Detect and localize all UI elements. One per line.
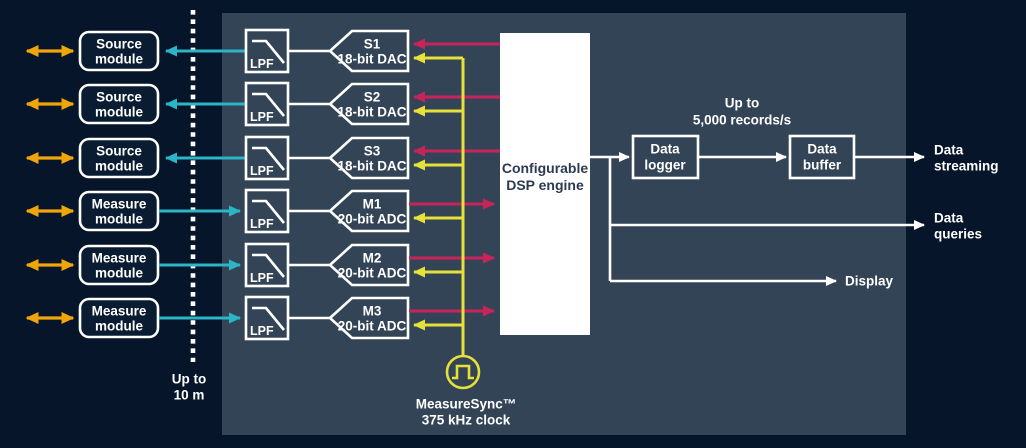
converter-id: S1	[364, 37, 381, 52]
row-measure-2: Measure module LPF M2 20-bit ADC	[25, 242, 495, 288]
lpf-box	[244, 295, 290, 341]
dsp-engine-block	[500, 33, 590, 335]
source-module-box	[78, 83, 160, 125]
dsp-label-line1: Configurable	[502, 160, 589, 176]
row-measure-1: Measure module LPF M1 20-bit ADC	[25, 188, 495, 234]
adc-block	[328, 296, 410, 340]
lpf-box	[244, 28, 290, 74]
dac-block	[328, 29, 410, 73]
module-label-line2: module	[95, 266, 143, 281]
clock-circle-icon	[445, 354, 481, 390]
module-label-line1: Measure	[92, 304, 147, 319]
lpf-box	[244, 188, 290, 234]
data-buffer-line2: buffer	[803, 158, 842, 173]
lpf-box	[244, 135, 290, 181]
converter-type: 18-bit DAC	[337, 52, 406, 67]
dac-block	[328, 82, 410, 126]
dsp-label-line2: DSP engine	[506, 177, 584, 193]
converter-type: 20-bit ADC	[338, 212, 407, 227]
measure-module-box	[78, 297, 160, 339]
module-label-line1: Source	[96, 37, 142, 52]
measure-module-box	[78, 244, 160, 286]
dsp-engine: Configurable DSP engine	[500, 33, 590, 335]
converter-id: S3	[364, 144, 381, 159]
row-source-1: Source module LPF S1 18-bit DAC	[25, 28, 500, 74]
converter-id: S2	[364, 90, 381, 105]
dac-block	[328, 136, 410, 180]
converter-id: M1	[363, 197, 382, 212]
lpf-label: LPF	[250, 271, 274, 285]
data-logger-line1: Data	[650, 142, 680, 157]
lpf-curve-icon	[252, 39, 286, 64]
data-buffer-box	[788, 134, 856, 180]
module-label-line2: module	[95, 52, 143, 67]
converter-type: 18-bit DAC	[337, 105, 406, 120]
adc-block	[328, 243, 410, 287]
module-label-line2: module	[95, 319, 143, 334]
square-wave-icon	[452, 364, 474, 380]
row-measure-3: Measure module LPF M3 20-bit ADC	[25, 295, 495, 341]
data-path: Data logger Up to 5,000 records/s Data b…	[590, 96, 999, 289]
lpf-curve-icon	[252, 253, 286, 278]
module-label-line2: module	[95, 105, 143, 120]
clock-label-line2: 375 kHz clock	[422, 413, 511, 428]
converter-type: 18-bit DAC	[337, 159, 406, 174]
adc-block	[328, 189, 410, 233]
measure-module-box	[78, 190, 160, 232]
source-module-box	[78, 137, 160, 179]
data-logger-line2: logger	[644, 158, 686, 173]
data-buffer-line1: Data	[807, 142, 837, 157]
display-label: Display	[845, 274, 894, 289]
converter-id: M2	[363, 251, 382, 266]
distance-label-line1: Up to	[172, 372, 207, 387]
lpf-label: LPF	[250, 324, 274, 338]
streaming-label-line2: streaming	[934, 159, 999, 174]
module-label-line1: Source	[96, 144, 142, 159]
module-label-line1: Source	[96, 90, 142, 105]
rate-label-line2: 5,000 records/s	[693, 113, 791, 128]
module-label-line2: module	[95, 212, 143, 227]
lpf-curve-icon	[252, 146, 286, 171]
converter-type: 20-bit ADC	[338, 319, 407, 334]
row-source-2: Source module LPF S2 18-bit DAC	[25, 81, 500, 127]
rate-label-line1: Up to	[725, 96, 760, 111]
lpf-label: LPF	[250, 217, 274, 231]
lpf-label: LPF	[250, 57, 274, 71]
queries-label-line2: queries	[934, 227, 982, 242]
distance-label-line2: 10 m	[174, 388, 205, 403]
streaming-label-line1: Data	[934, 143, 964, 158]
lpf-curve-icon	[252, 306, 286, 331]
lpf-curve-icon	[252, 92, 286, 117]
lpf-label: LPF	[250, 164, 274, 178]
queries-label-line1: Data	[934, 211, 964, 226]
module-label-line1: Measure	[92, 251, 147, 266]
converter-type: 20-bit ADC	[338, 266, 407, 281]
data-logger-box	[631, 134, 700, 180]
source-module-box	[78, 30, 160, 72]
module-label-line2: module	[95, 159, 143, 174]
converter-id: M3	[363, 304, 382, 319]
lpf-label: LPF	[250, 110, 274, 124]
clock-label-line1: MeasureSync™	[416, 397, 517, 412]
lpf-curve-icon	[252, 199, 286, 224]
row-source-3: Source module LPF S3 18-bit DAC	[25, 135, 500, 181]
measuresync-clock: MeasureSync™ 375 kHz clock	[416, 58, 517, 428]
module-label-line1: Measure	[92, 197, 147, 212]
